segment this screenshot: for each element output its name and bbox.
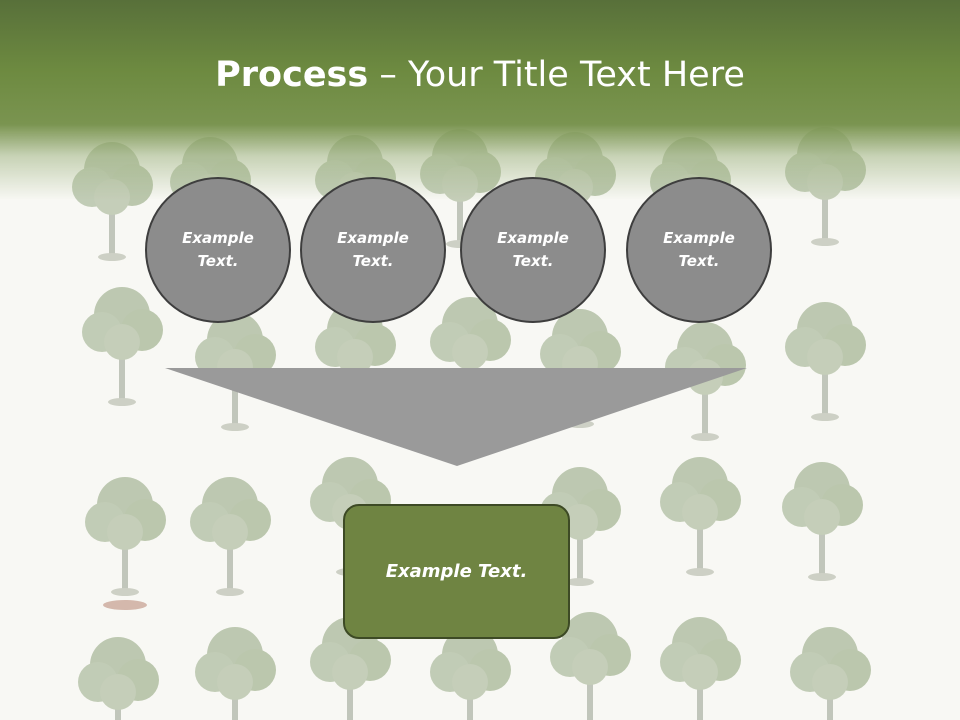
header-band	[0, 0, 960, 200]
step-label: Example Text.	[497, 229, 569, 270]
step-circle-1[interactable]: Example Text.	[145, 177, 291, 323]
step-label: Example Text.	[337, 229, 409, 270]
result-label: Example Text.	[385, 561, 528, 582]
step-circle-4[interactable]: Example Text.	[626, 177, 772, 323]
step-label: Example Text.	[663, 229, 735, 270]
step-circle-3[interactable]: Example Text.	[460, 177, 606, 323]
title-bold: Process	[215, 55, 369, 95]
title-rest: – Your Title Text Here	[368, 55, 745, 95]
step-label: Example Text.	[182, 229, 254, 270]
step-circle-2[interactable]: Example Text.	[300, 177, 446, 323]
funnel-arrow	[165, 368, 747, 466]
slide-title: Process – Your Title Text Here	[0, 52, 960, 98]
result-box[interactable]: Example Text.	[343, 504, 570, 639]
